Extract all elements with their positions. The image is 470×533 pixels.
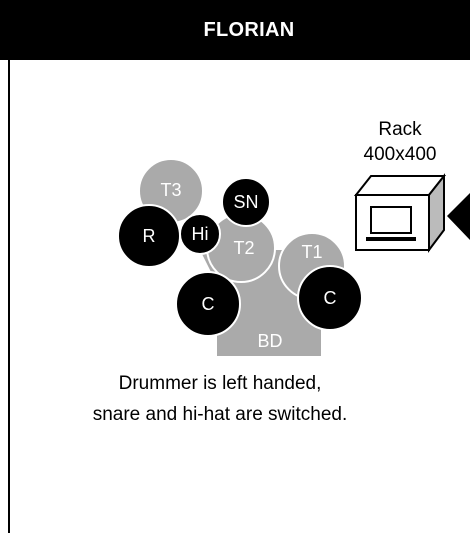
rack-label: Rack 400x400 [340,117,460,167]
drummer-note: Drummer is left handed, snare and hi-hat… [20,368,420,430]
crash-right-circle [297,265,363,331]
tom-3-label: T3 [160,180,181,200]
crash-cymbal-left: C [175,271,241,337]
hi-hat: Hi [179,213,221,255]
header-bar: FLORIAN [0,0,470,60]
hi-hat-circle [179,213,221,255]
laptop-screen [370,206,412,234]
ride-label: R [143,226,156,246]
crash-cymbal-right: C [297,265,363,331]
ride-cymbal: R [117,204,181,268]
crash-right-label: C [324,288,337,308]
drummer-note-line2: snare and hi-hat are switched. [92,404,348,425]
tom-1-label: T1 [301,242,322,262]
tom-2-label: T2 [233,238,254,258]
left-border-line [8,60,10,533]
hi-hat-label: Hi [192,224,209,244]
crash-left-label: C [202,294,215,314]
header-title: FLORIAN [203,18,295,41]
snare-drum: SN [221,177,271,227]
bass-drum-label: BD [257,331,282,351]
rack-arrow-icon [447,193,470,240]
rack-label-line1: Rack [378,119,422,140]
laptop-base [366,237,416,241]
snare-label: SN [233,192,258,212]
drummer-note-line1: Drummer is left handed, [118,373,322,394]
rack-laptop-icon [353,173,447,253]
rack-label-line2: 400x400 [363,144,437,165]
snare-circle [221,177,271,227]
crash-left-circle [175,271,241,337]
